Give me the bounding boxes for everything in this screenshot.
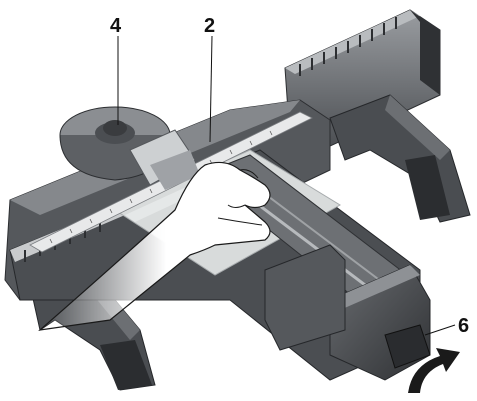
right-support-leg xyxy=(329,94,471,223)
leader-lines xyxy=(117,35,456,336)
operator-hand xyxy=(38,161,271,331)
callout-6: 6 xyxy=(458,315,470,337)
rotate-arrow-icon xyxy=(408,348,460,393)
cutting-head xyxy=(59,106,200,190)
callout-2: 2 xyxy=(204,15,216,37)
front-end-housing xyxy=(264,244,431,381)
callout-4: 4 xyxy=(110,15,122,37)
